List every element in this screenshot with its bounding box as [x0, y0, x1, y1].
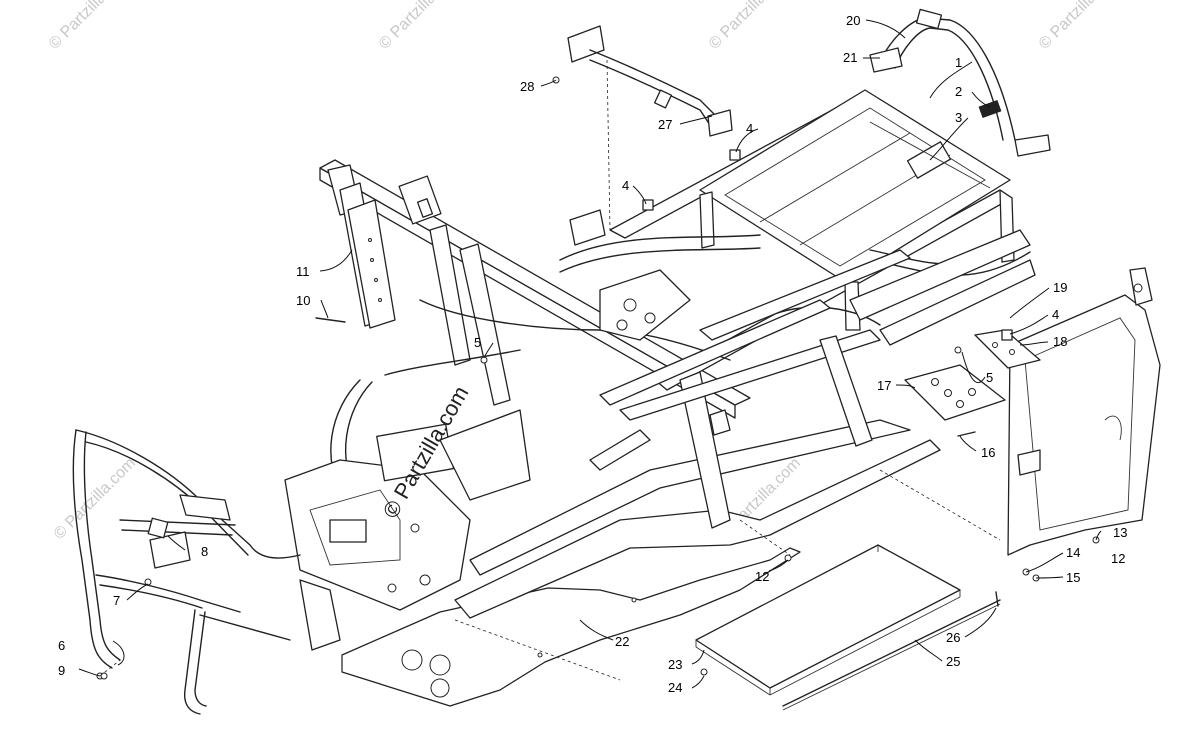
- roll-bar-rear: [869, 8, 1051, 157]
- callout-9[interactable]: 9: [58, 663, 65, 678]
- callout-18[interactable]: 18: [1053, 334, 1067, 349]
- callout-28[interactable]: 28: [520, 79, 534, 94]
- watermark: © Partzilla: [376, 0, 440, 53]
- callout-4[interactable]: 4: [1052, 307, 1059, 322]
- callout-5[interactable]: 5: [474, 335, 481, 350]
- callout-2[interactable]: 2: [955, 84, 962, 99]
- callout-19[interactable]: 19: [1053, 280, 1067, 295]
- callout-12[interactable]: 12: [1111, 551, 1125, 566]
- callout-8[interactable]: 8: [201, 544, 208, 559]
- callout-26[interactable]: 26: [946, 630, 960, 645]
- callout-14[interactable]: 14: [1066, 545, 1080, 560]
- callout-15[interactable]: 15: [1066, 570, 1080, 585]
- callout-7[interactable]: 7: [113, 593, 120, 608]
- callout-23[interactable]: 23: [668, 657, 682, 672]
- dashed-guides: [99, 59, 1001, 681]
- main-frame: [284, 89, 1036, 619]
- watermark: © Partzilla: [1036, 0, 1100, 53]
- watermark: © Partzilla: [46, 0, 110, 53]
- rear-bar-27: [567, 25, 733, 137]
- callout-4[interactable]: 4: [622, 178, 629, 193]
- callout-13[interactable]: 13: [1113, 525, 1127, 540]
- leader-lines: [78, 19, 1102, 689]
- callout-6[interactable]: 6: [58, 638, 65, 653]
- callout-20[interactable]: 20: [846, 13, 860, 28]
- callout-1[interactable]: 1: [955, 55, 962, 70]
- brackets-17-18: [904, 329, 1041, 421]
- side-panel-right: [1007, 267, 1161, 556]
- skid-plate-rear: [695, 544, 1001, 711]
- watermark: © Partzilla: [706, 0, 770, 53]
- callout-17[interactable]: 17: [877, 378, 891, 393]
- callout-10[interactable]: 10: [296, 293, 310, 308]
- front-bumper: [72, 429, 341, 715]
- callout-3[interactable]: 3: [955, 110, 962, 125]
- callout-5[interactable]: 5: [986, 370, 993, 385]
- callout-21[interactable]: 21: [843, 50, 857, 65]
- callout-4[interactable]: 4: [746, 121, 753, 136]
- callout-labels: 1 2 3 4 4 4 5 5 6 7 8 9 10 11 12 12 13 1…: [58, 13, 1127, 695]
- callout-12[interactable]: 12: [755, 569, 769, 584]
- callout-27[interactable]: 27: [658, 117, 672, 132]
- callout-25[interactable]: 25: [946, 654, 960, 669]
- callout-16[interactable]: 16: [981, 445, 995, 460]
- skid-plate-front: [341, 547, 801, 707]
- callout-11[interactable]: 11: [296, 264, 310, 279]
- callout-22[interactable]: 22: [615, 634, 629, 649]
- callout-24[interactable]: 24: [668, 680, 682, 695]
